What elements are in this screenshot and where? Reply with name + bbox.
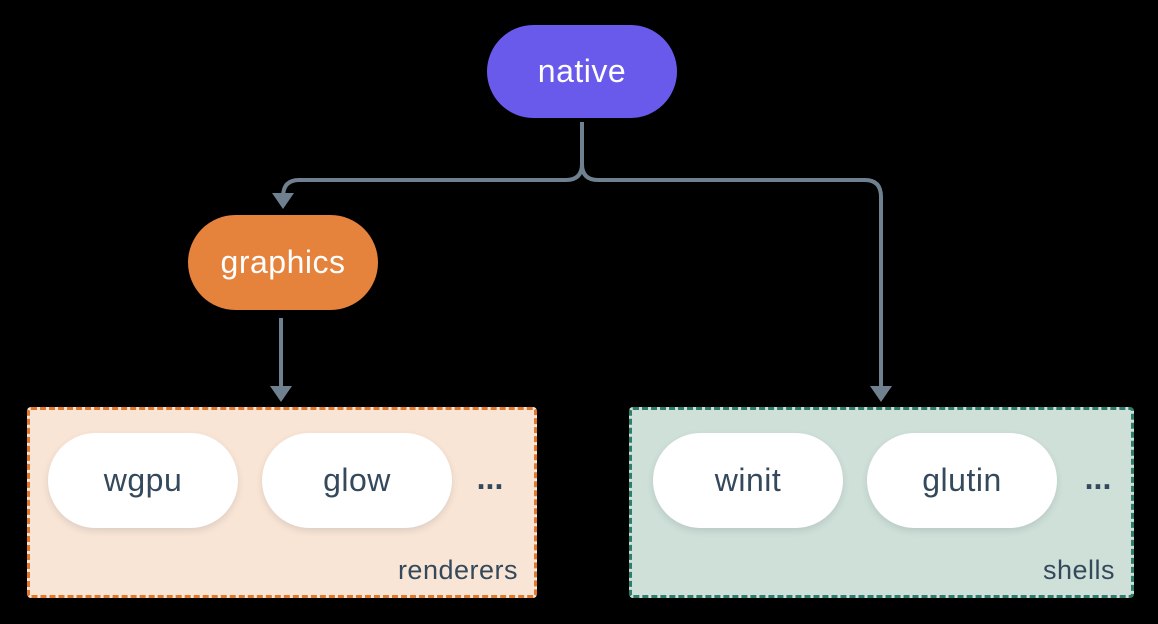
arrowhead-graphics bbox=[272, 193, 294, 209]
node-native-label: native bbox=[537, 53, 627, 89]
node-graphics-label: graphics bbox=[220, 244, 346, 280]
node-graphics: graphics bbox=[188, 215, 378, 310]
edge-native-to-shells bbox=[580, 122, 883, 388]
shells-ellipsis: ... bbox=[1084, 460, 1112, 496]
node-wgpu-label: wgpu bbox=[103, 462, 183, 498]
node-glutin-label: glutin bbox=[922, 462, 1002, 498]
node-glutin: glutin bbox=[867, 433, 1057, 528]
edge-native-to-graphics bbox=[281, 122, 584, 198]
shells-group-label: shells bbox=[1042, 555, 1115, 585]
renderers-ellipsis: ... bbox=[476, 460, 504, 496]
node-winit: winit bbox=[653, 433, 843, 528]
node-glow-label: glow bbox=[323, 462, 391, 498]
group-renderers: wgpu glow ... renderers bbox=[27, 407, 537, 598]
node-wgpu: wgpu bbox=[48, 433, 238, 528]
group-shells: winit glutin ... shells bbox=[629, 407, 1134, 598]
node-glow: glow bbox=[262, 433, 452, 528]
node-winit-label: winit bbox=[714, 462, 782, 498]
renderers-group-label: renderers bbox=[397, 555, 518, 585]
arrowhead-shells bbox=[870, 386, 892, 402]
arrowhead-renderers bbox=[270, 386, 292, 402]
node-native: native bbox=[487, 25, 677, 118]
